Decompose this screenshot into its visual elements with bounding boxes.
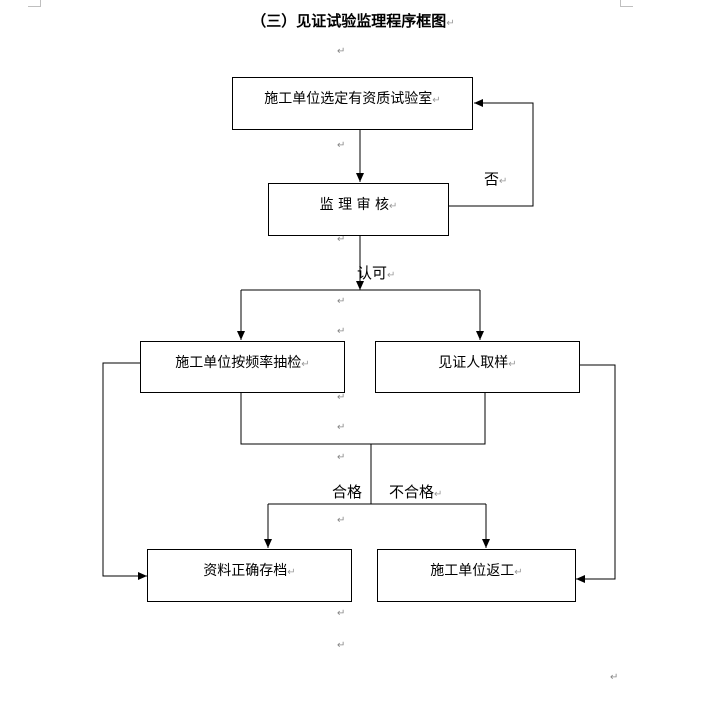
merge-line <box>240 392 486 445</box>
paragraph-mark: ↵ <box>434 489 443 500</box>
box-label: 监 理 审 核 <box>319 197 389 213</box>
box-frequency-check: 施工单位按频率抽检↵ <box>140 341 345 393</box>
arrow-review-reject-loop <box>449 99 534 207</box>
arrow-frequency-to-archive <box>102 362 147 580</box>
label-fail: 不合格↵ <box>389 481 442 502</box>
paragraph-mark: ↵ <box>287 567 296 578</box>
diagram-title: （三）见证试验监理程序框图↵ <box>0 10 706 31</box>
paragraph-mark: ↵ <box>337 326 346 337</box>
box-lab-selection: 施工单位选定有资质试验室↵ <box>232 77 473 130</box>
label-no-text: 否 <box>484 170 500 188</box>
paragraph-mark: ↵ <box>337 422 346 433</box>
label-approved: 认可↵ <box>357 262 395 283</box>
paragraph-mark: ↵ <box>337 140 346 151</box>
box-label: 资料正确存档 <box>203 563 288 579</box>
paragraph-mark: ↵ <box>337 234 346 245</box>
paragraph-mark: ↵ <box>337 296 346 307</box>
box-label: 施工单位按频率抽检 <box>175 355 302 371</box>
paragraph-mark: ↵ <box>337 640 346 651</box>
label-pass-text: 合格 <box>332 483 363 501</box>
paragraph-mark: ↵ <box>610 672 619 683</box>
paragraph-mark: ↵ <box>388 201 398 212</box>
box-label: 施工单位选定有资质试验室 <box>264 91 433 107</box>
label-no: 否↵ <box>484 168 507 189</box>
paragraph-mark: ↵ <box>514 567 523 578</box>
box-supervision-review: 监 理 审 核↵ <box>268 183 449 236</box>
box-label: 见证人取样 <box>438 355 509 371</box>
label-pass: 合格 <box>332 481 362 502</box>
paragraph-mark: ↵ <box>337 392 346 403</box>
label-approved-text: 认可 <box>357 264 388 282</box>
page-corner-mark-right <box>620 0 633 7</box>
diagram-title-text: （三）见证试验监理程序框图 <box>251 12 447 30</box>
paragraph-mark: ↵ <box>387 270 396 281</box>
box-witness-sampling: 见证人取样↵ <box>375 341 580 393</box>
paragraph-mark: ↵ <box>432 95 441 106</box>
paragraph-mark: ↵ <box>301 359 310 370</box>
page-corner-mark-left <box>28 0 41 7</box>
arrow-witness-to-rework <box>576 364 616 583</box>
paragraph-mark: ↵ <box>446 18 455 29</box>
paragraph-mark: ↵ <box>337 608 346 619</box>
paragraph-mark: ↵ <box>337 46 346 57</box>
box-label: 施工单位返工 <box>430 563 515 579</box>
paragraph-mark: ↵ <box>508 359 517 370</box>
box-rework: 施工单位返工↵ <box>377 549 576 602</box>
paragraph-mark: ↵ <box>337 452 346 463</box>
box-archive: 资料正确存档↵ <box>147 549 352 602</box>
paragraph-mark: ↵ <box>499 176 508 187</box>
label-fail-text: 不合格 <box>389 483 435 501</box>
paragraph-mark: ↵ <box>337 515 346 526</box>
